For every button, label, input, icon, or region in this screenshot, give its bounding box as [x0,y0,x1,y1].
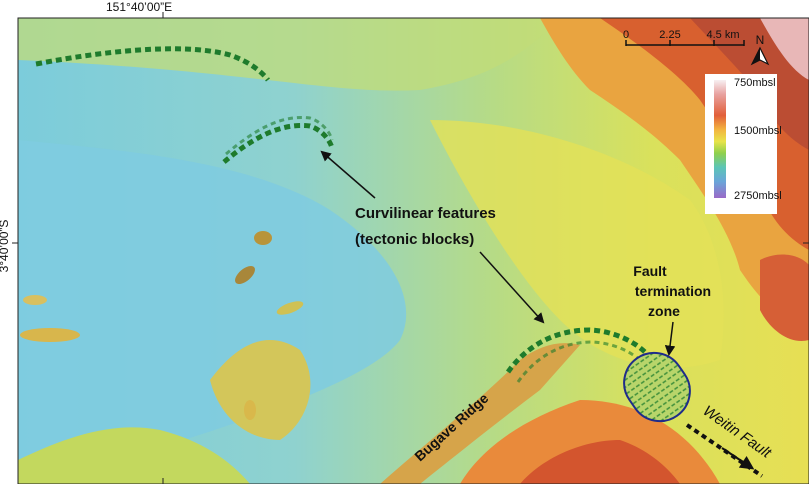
curvilinear-feature-1 [35,46,270,82]
fault-zone-label-line2: termination [635,283,711,299]
legend-label-750: 750mbsl [734,77,776,89]
scale-tick-1: 2.25 [659,29,680,41]
fault-termination-zone [623,351,691,423]
north-arrow-icon: N [750,33,770,66]
arrow-to-fault-zone [664,321,676,357]
curvilinear-feature-3 [505,327,647,374]
curvilinear-label-line1: Curvilinear features [355,205,496,222]
longitude-label: 151°40’00”E [106,0,173,14]
legend-label-1500: 1500mbsl [734,125,782,137]
fault-zone-label-line3: zone [648,303,680,319]
scale-bar: 0 2.25 4.5 km [623,29,745,46]
latitude-label: 3°40’00”S [0,219,11,273]
fault-zone-label-line1: Fault [633,263,667,279]
scale-tick-2: 4.5 km [706,29,739,41]
curvilinear-label-line2: (tectonic blocks) [355,231,474,248]
curvilinear-feature-2 [222,122,335,164]
legend-label-2750: 2750mbsl [734,190,782,202]
arrow-to-feature-2 [320,150,376,199]
map-frame [17,17,809,485]
svg-text:N: N [756,33,765,47]
depth-color-ramp [714,80,726,198]
curvilinear-feature-2b [225,115,334,156]
depth-legend: 750mbsl 1500mbsl 2750mbsl [705,74,782,214]
scale-tick-0: 0 [623,29,629,41]
arrow-to-feature-3 [479,251,545,324]
